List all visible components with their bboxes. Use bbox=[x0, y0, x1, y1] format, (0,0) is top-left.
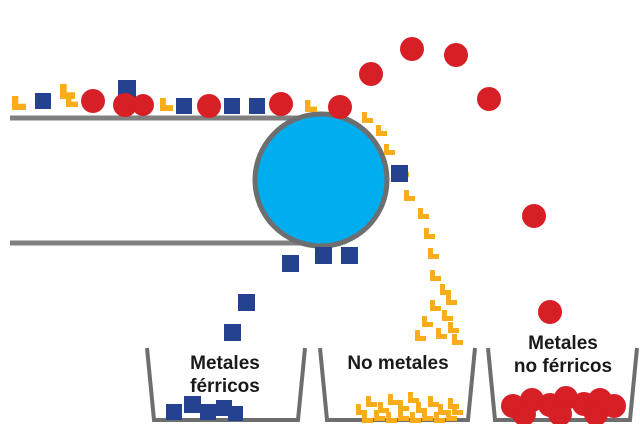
non-ferrous-particle-icon bbox=[197, 94, 221, 118]
bin-ferrous bbox=[145, 347, 307, 422]
non-ferrous-particle-icon bbox=[269, 92, 293, 116]
non-metal-particle-icon bbox=[452, 334, 463, 345]
ferrous-particle-icon bbox=[341, 247, 358, 264]
non-metal-particle-icon bbox=[66, 95, 78, 107]
non-ferrous-particle-icon bbox=[602, 394, 626, 418]
bin-label-ferrous: Metales férricos bbox=[150, 352, 300, 398]
bin-label-non-ferrous-line1: Metales bbox=[528, 333, 598, 354]
non-metal-particle-icon bbox=[376, 125, 387, 136]
non-ferrous-particle-icon bbox=[81, 89, 105, 113]
ferrous-particle-icon bbox=[200, 404, 216, 420]
ferrous-particle-icon bbox=[224, 98, 240, 114]
non-ferrous-particle-icon bbox=[522, 204, 546, 228]
non-ferrous-particle-icon bbox=[548, 402, 572, 424]
particles bbox=[12, 37, 626, 424]
non-metal-particle-icon bbox=[448, 322, 459, 333]
ferrous-particle-icon bbox=[391, 165, 408, 182]
non-metal-particle-icon bbox=[398, 410, 409, 421]
non-ferrous-particle-icon bbox=[538, 300, 562, 324]
non-metal-particle-icon bbox=[374, 410, 385, 421]
non-metal-particle-icon bbox=[430, 300, 441, 311]
non-metal-particle-icon bbox=[305, 100, 317, 112]
conveyor-belt bbox=[10, 111, 390, 249]
non-metal-particle-icon bbox=[386, 412, 397, 423]
non-metal-particle-icon bbox=[422, 316, 433, 327]
non-metal-particle-icon bbox=[362, 112, 373, 123]
non-metal-particle-icon bbox=[422, 410, 433, 421]
non-ferrous-particle-icon bbox=[328, 95, 352, 119]
non-metal-particle-icon bbox=[398, 400, 409, 411]
bin-label-non-metals-line1: No metales bbox=[347, 353, 449, 374]
non-ferrous-particle-icon bbox=[359, 62, 383, 86]
non-ferrous-particle-icon bbox=[512, 402, 536, 424]
non-metal-particle-icon bbox=[424, 228, 435, 239]
non-ferrous-particle-icon bbox=[132, 94, 154, 116]
non-metal-particle-icon bbox=[430, 270, 441, 281]
bin-label-ferrous-line1: Metales bbox=[190, 353, 260, 374]
non-metal-particle-icon bbox=[434, 412, 445, 423]
non-metal-particle-icon bbox=[384, 144, 395, 155]
ferrous-particle-icon bbox=[228, 406, 243, 421]
non-ferrous-particle-icon bbox=[584, 402, 608, 424]
non-metal-particle-icon bbox=[362, 412, 373, 423]
non-metal-particle-icon bbox=[440, 284, 451, 295]
non-metal-particle-icon bbox=[388, 394, 399, 405]
non-metal-particle-icon bbox=[428, 248, 439, 259]
ferrous-particle-icon bbox=[166, 404, 182, 420]
non-metal-particle-icon bbox=[446, 294, 457, 305]
non-ferrous-particle-icon bbox=[113, 93, 137, 117]
non-ferrous-particle-icon bbox=[444, 43, 468, 67]
bin-label-ferrous-line2: férricos bbox=[190, 376, 260, 397]
non-metal-particle-icon bbox=[366, 396, 377, 407]
non-ferrous-particle-icon bbox=[400, 37, 424, 61]
non-metal-particle-icon bbox=[452, 404, 463, 415]
non-metal-particle-icon bbox=[12, 96, 26, 110]
non-metal-particle-icon bbox=[410, 412, 421, 423]
non-metal-particle-icon bbox=[418, 208, 429, 219]
ferrous-particle-icon bbox=[238, 294, 255, 311]
bin-non-metals bbox=[318, 347, 477, 422]
bin-label-non-ferrous-line2: no férricos bbox=[513, 356, 613, 377]
magnetic-drum bbox=[252, 111, 390, 249]
ferrous-particle-icon bbox=[176, 98, 192, 114]
ferrous-particle-icon bbox=[282, 255, 299, 272]
ferrous-particle-icon bbox=[35, 93, 51, 109]
non-metal-particle-icon bbox=[446, 410, 457, 421]
ferrous-particle-icon bbox=[249, 98, 265, 114]
bin-label-non-metals: No metales bbox=[322, 352, 474, 375]
ferrous-particle-icon bbox=[315, 247, 332, 264]
non-metal-particle-icon bbox=[442, 310, 453, 321]
ferrous-particle-icon bbox=[184, 396, 201, 413]
non-metal-particle-icon bbox=[415, 330, 426, 341]
non-metal-particle-icon bbox=[408, 392, 419, 403]
non-metal-particle-icon bbox=[436, 328, 447, 339]
non-metal-particle-icon bbox=[160, 98, 173, 111]
bin-label-non-ferrous: Metales no férricos bbox=[490, 332, 636, 378]
non-metal-particle-icon bbox=[428, 396, 439, 407]
non-metal-particle-icon bbox=[378, 402, 389, 413]
non-metal-particle-icon bbox=[404, 190, 415, 201]
ferrous-particle-icon bbox=[224, 324, 241, 341]
non-ferrous-particle-icon bbox=[477, 87, 501, 111]
